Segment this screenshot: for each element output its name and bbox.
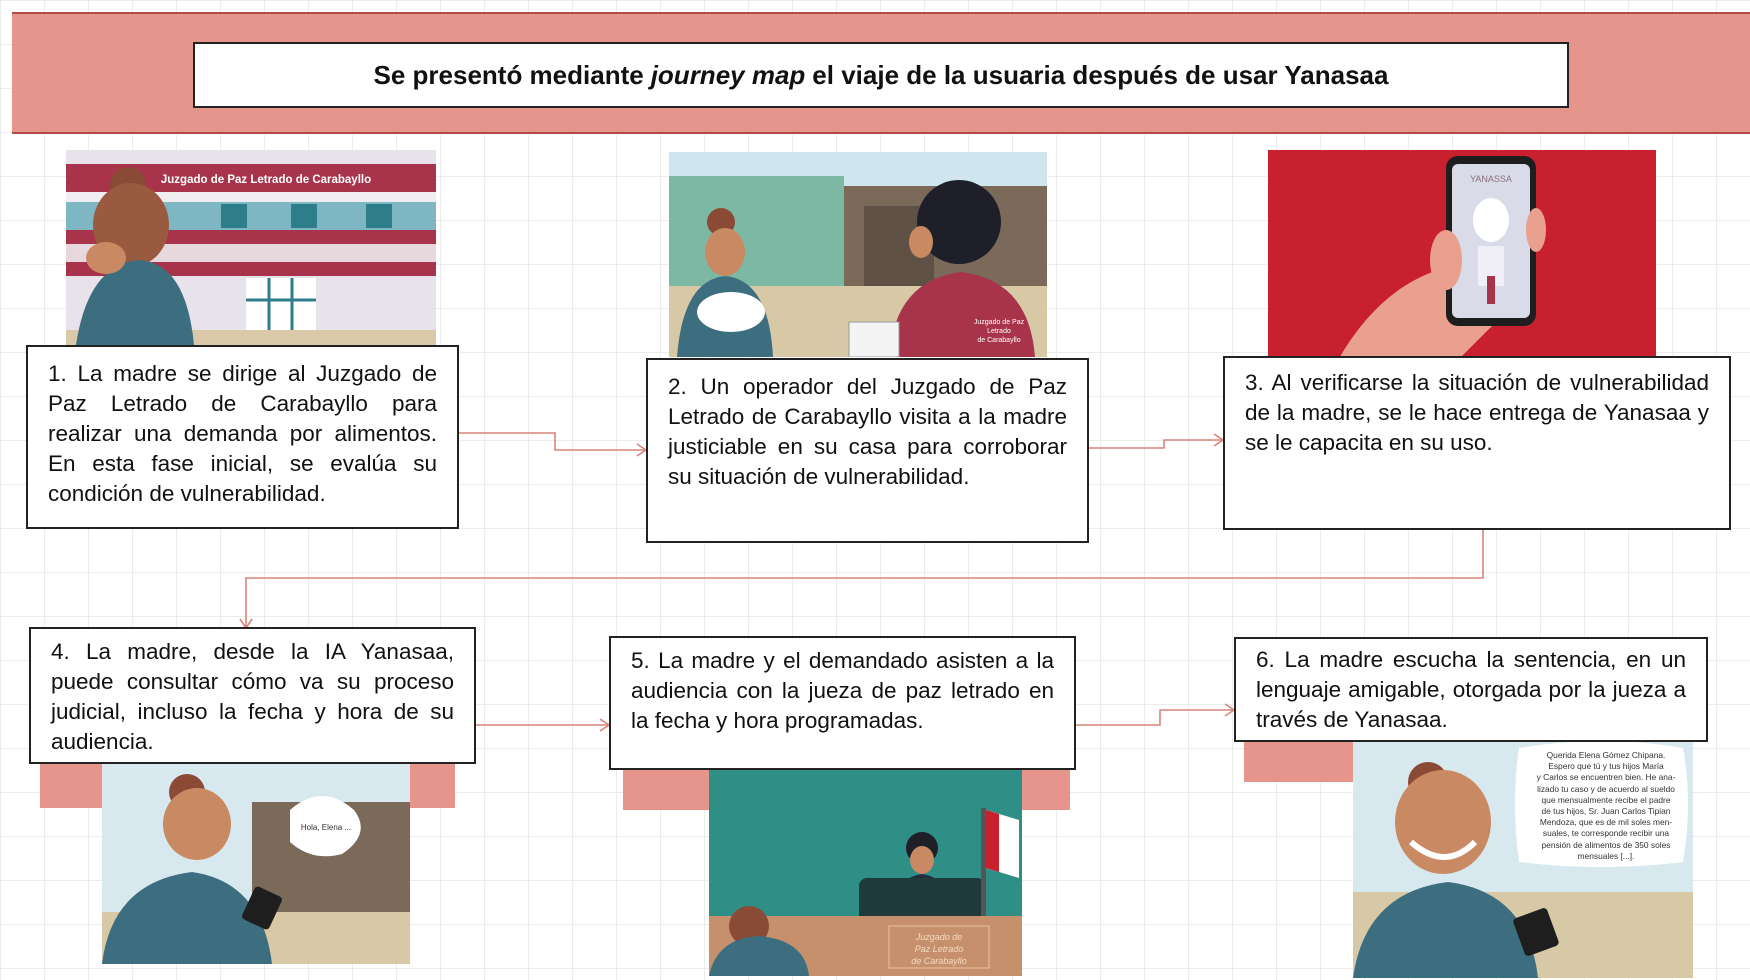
step-4-box: 4. La madre, desde la IA Yanasaa, puede … — [29, 627, 476, 764]
step-3-text: 3. Al verificarse la situación de vulner… — [1245, 370, 1709, 455]
sentence-letter: Querida Elena Gómez Chipana. Espero que … — [1521, 750, 1691, 862]
letter-line: Espero que tú y tus hijos María — [1548, 761, 1664, 772]
letter-line: mensuales [...]. — [1577, 850, 1635, 861]
title-text: Se presentó mediante — [373, 59, 644, 90]
illustration-courthouse: Juzgado de Paz Letrado de Carabayllo — [66, 150, 436, 345]
illustration-home-visit: Juzgado de Paz Letrado de Carabayllo — [669, 152, 1047, 357]
title-emphasis: journey map — [650, 59, 806, 90]
illustration-phone: YANASSA — [1268, 150, 1656, 360]
letter-line: Querida Elena Gómez Chipana. — [1546, 750, 1666, 760]
step-1-box: 1. La madre se dirige al Juzgado de Paz … — [26, 345, 459, 529]
connector-3-4 — [245, 530, 1484, 627]
court-sign-text: Juzgado de Paz Letrado de Carabayllo — [161, 174, 371, 186]
step-6-text: 6. La madre escucha la sentencia, en un … — [1256, 647, 1686, 732]
step-4-text: 4. La madre, desde la IA Yanasaa, puede … — [51, 639, 454, 754]
phone-app-label: YANASSA — [1470, 174, 1512, 184]
connector-1-2 — [458, 432, 645, 451]
step-2-text: 2. Un operador del Juzgado de Paz Letrad… — [668, 374, 1067, 489]
desk-label-3: de Carabayllo — [911, 956, 967, 966]
vest-label-1: Juzgado de Paz — [974, 319, 1025, 326]
desk-label-2: Paz Letrado — [915, 944, 964, 954]
step-2-box: 2. Un operador del Juzgado de Paz Letrad… — [646, 358, 1089, 543]
letter-line: de tus hijos, Sr. Juan Carlos Tipian — [1541, 806, 1671, 817]
step-3-box: 3. Al verificarse la situación de vulner… — [1223, 356, 1731, 530]
speech-greeting: Hola, Elena ... — [301, 823, 351, 832]
letter-line: suales, te corresponde recibir una — [1542, 828, 1670, 839]
title-text-end: el viaje de la usuaria después de usar Y… — [812, 59, 1389, 90]
step-6-box: 6. La madre escucha la sentencia, en un … — [1234, 637, 1708, 742]
letter-line: Mendoza, que es de mil soles men- — [1539, 817, 1673, 828]
step-5-box: 5. La madre y el demandado asisten a la … — [609, 636, 1076, 770]
connector-2-3 — [1088, 439, 1222, 449]
vest-label-3: de Carabayllo — [977, 337, 1020, 344]
letter-line: pensión de alimentos de 350 soles — [1541, 839, 1671, 850]
page-title: Se presentó mediante journey map el viaj… — [193, 42, 1569, 108]
connector-5-6 — [1075, 709, 1233, 726]
vest-label-2: Letrado — [987, 328, 1011, 335]
desk-label-1: Juzgado de — [915, 932, 963, 942]
illustration-consult: Hola, Elena ... — [102, 762, 410, 964]
letter-line: lizado tu caso y de acuerdo al sueldo — [1537, 783, 1675, 794]
letter-line: y Carlos se encuentren bien. He ana- — [1536, 772, 1676, 783]
illustration-sentence — [1353, 742, 1693, 978]
step-5-text: 5. La madre y el demandado asisten a la … — [631, 648, 1054, 733]
illustration-hearing: Juzgado de Paz Letrado de Carabayllo — [709, 768, 1022, 976]
step-1-text: 1. La madre se dirige al Juzgado de Paz … — [48, 361, 437, 506]
letter-line: que mensualmente recibe el padre — [1541, 794, 1671, 805]
